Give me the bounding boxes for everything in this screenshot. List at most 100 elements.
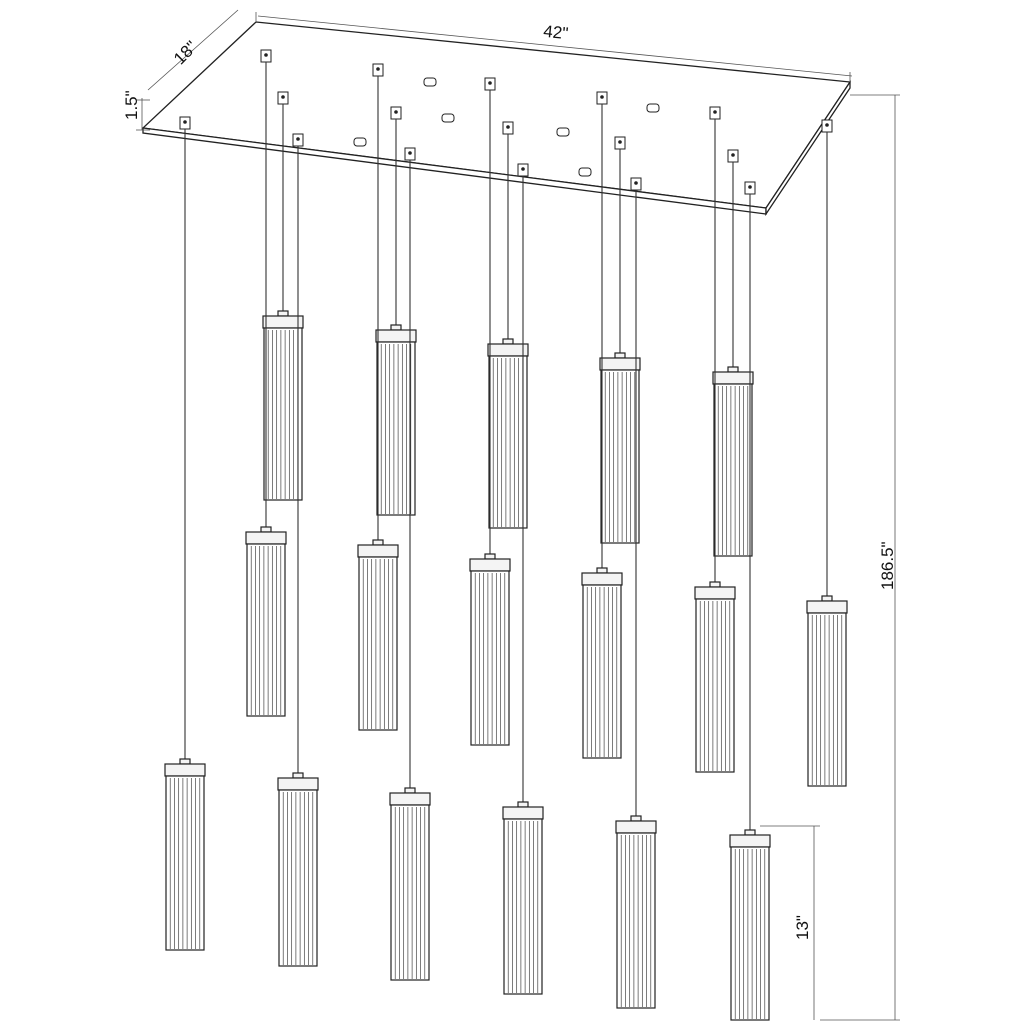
fluted-shade: [358, 556, 398, 731]
width-label: 42": [542, 22, 569, 43]
pendant: [487, 121, 529, 529]
fluted-shade: [246, 543, 286, 717]
cord-collar: [277, 310, 289, 317]
bracket-screw: [408, 151, 412, 155]
shade-cap: [277, 777, 319, 791]
shade-height-dimension: 13": [760, 825, 820, 1020]
fluted-shade: [600, 369, 640, 544]
width-dim-line: [257, 15, 853, 77]
bracket-screw: [521, 167, 525, 171]
cord-collar: [292, 772, 304, 779]
canopy-knobs: [353, 77, 660, 177]
shade-cap: [502, 806, 544, 820]
canopy-plate: [141, 21, 852, 217]
bracket-screw: [296, 137, 300, 141]
canopy-height-label: 1.5": [122, 90, 141, 120]
pendant: [712, 149, 754, 557]
pendant: [581, 91, 623, 759]
bracket-screw: [618, 140, 622, 144]
fluted-shade: [165, 775, 205, 951]
cord-collar: [372, 539, 384, 546]
fluted-shade: [390, 804, 430, 981]
pendant: [599, 136, 641, 544]
cord-collar: [179, 758, 191, 765]
fluted-shade: [503, 818, 543, 995]
fluted-shade: [730, 846, 770, 1021]
fluted-shade: [713, 383, 753, 557]
width-dimension: 42": [255, 12, 853, 82]
pendant: [245, 49, 287, 717]
cord-collar: [484, 553, 496, 560]
pendant: [502, 163, 544, 995]
shade-cap: [581, 572, 623, 586]
bracket-screw: [634, 181, 638, 185]
fluted-shade: [376, 341, 416, 516]
canopy-knob: [441, 113, 455, 123]
pendant: [729, 181, 771, 1021]
cord-collar: [744, 829, 756, 836]
shade-cap: [487, 343, 529, 357]
cord-collar: [390, 324, 402, 331]
pendant: [375, 106, 417, 516]
canopy-knob: [353, 137, 367, 147]
pendant: [262, 91, 304, 501]
pendant: [806, 119, 848, 787]
canopy-height-dimension: 1.5": [122, 90, 150, 131]
pendant: [357, 63, 399, 731]
shade-cap: [357, 544, 399, 558]
canopy-knob: [423, 77, 437, 87]
bracket-screw: [264, 53, 268, 57]
cord-collar: [596, 567, 608, 574]
canopy-knob: [556, 127, 570, 137]
canopy-knob: [646, 103, 660, 113]
pendant: [389, 147, 431, 981]
shade-cap: [245, 531, 287, 545]
shade-cap: [712, 371, 754, 385]
canopy-knob: [578, 167, 592, 177]
bracket-screw: [488, 81, 492, 85]
bracket-screw: [183, 120, 187, 124]
pendant: [164, 116, 206, 951]
bracket-screw: [713, 110, 717, 114]
canopy-top-face: [141, 21, 852, 209]
shade-cap: [164, 763, 206, 777]
pendant: [694, 106, 736, 773]
pendant: [277, 133, 319, 967]
fluted-shade: [695, 598, 735, 773]
shade-cap: [729, 834, 771, 848]
cord-collar: [404, 787, 416, 794]
bracket-screw: [825, 123, 829, 127]
bracket-screw: [376, 67, 380, 71]
bracket-screw: [506, 125, 510, 129]
fluted-shade: [263, 327, 303, 501]
cord-collar: [630, 815, 642, 822]
bracket-screw: [731, 153, 735, 157]
cord-collar: [260, 526, 272, 533]
cord-collar: [517, 801, 529, 808]
bracket-screw: [600, 95, 604, 99]
fluted-shade: [278, 789, 318, 967]
fluted-shade: [807, 612, 847, 787]
depth-dim-line: [147, 9, 239, 91]
cord-collar: [614, 352, 626, 359]
pendant-group: [164, 49, 848, 1021]
pendant: [615, 177, 657, 1009]
shade-height-label: 13": [793, 915, 812, 940]
fluted-shade: [470, 570, 510, 746]
shade-cap: [694, 586, 736, 600]
shade-cap: [389, 792, 431, 806]
shade-cap: [806, 600, 848, 614]
fluted-shade: [488, 355, 528, 529]
bracket-screw: [748, 185, 752, 189]
depth-label: 18": [170, 37, 201, 68]
fluted-shade: [616, 832, 656, 1009]
bracket-screw: [394, 110, 398, 114]
shade-cap: [262, 315, 304, 329]
cord-collar: [727, 366, 739, 373]
overall-height-dimension: 186.5": [820, 94, 900, 1021]
shade-cap: [469, 558, 511, 572]
bracket-screw: [281, 95, 285, 99]
cord-collar: [709, 581, 721, 588]
cord-collar: [502, 338, 514, 345]
